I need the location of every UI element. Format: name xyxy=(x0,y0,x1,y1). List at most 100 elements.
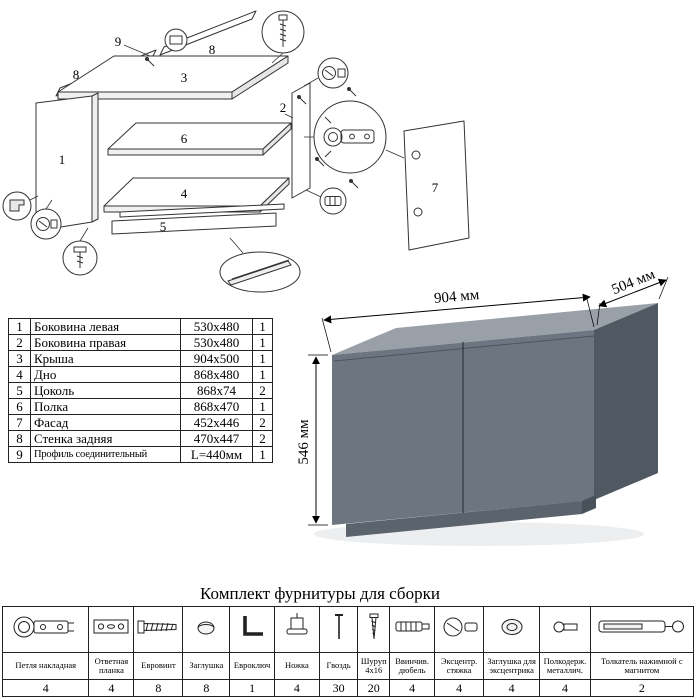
hardware-table-row xyxy=(1,606,694,653)
foot-detail-icon xyxy=(62,240,98,276)
parts-qty-cell: 1 xyxy=(252,350,273,367)
parts-num-cell: 2 xyxy=(8,334,31,351)
parts-size-cell: 530x480 xyxy=(180,334,253,351)
part-label-7: 7 xyxy=(432,180,439,195)
hw-item-name: Ответная планка xyxy=(88,652,135,680)
hw-item-name: Евровинт xyxy=(133,652,184,680)
hw-item-qty: 8 xyxy=(133,679,184,697)
part-label-8-right: 8 xyxy=(209,42,216,57)
plate-icon xyxy=(88,606,135,653)
parts-qty-cell: 2 xyxy=(252,382,273,399)
parts-size-cell: 530x480 xyxy=(180,318,253,335)
parts-pname-cell: Дно xyxy=(30,366,181,383)
parts-qty-cell: 1 xyxy=(252,366,273,383)
parts-num-cell: 1 xyxy=(8,318,31,335)
parts-pname-cell: Цоколь xyxy=(30,382,181,399)
parts-size-cell: 470x447 xyxy=(180,430,253,447)
hw-item-name: Шуруп 4x16 xyxy=(357,652,391,680)
parts-pname-cell: Крыша xyxy=(30,350,181,367)
part-label-1: 1 xyxy=(59,152,66,167)
hw-item-name: Ножка xyxy=(273,652,320,680)
profile-detail-icon xyxy=(219,251,301,293)
cam-detail-icon xyxy=(317,57,349,89)
dowel-icon xyxy=(389,606,436,653)
parts-num-cell: 8 xyxy=(8,430,31,447)
hw-item-name: Евроключ xyxy=(229,652,275,680)
euroscrew-icon xyxy=(133,606,184,653)
parts-size-cell: 868x470 xyxy=(180,398,253,415)
hinge-icon xyxy=(1,606,90,653)
part-label-4: 4 xyxy=(181,186,188,201)
parts-qty-cell: 1 xyxy=(252,318,273,335)
cabinet-side-face xyxy=(594,303,658,500)
parts-size-cell: 868x480 xyxy=(180,366,253,383)
hw-item-qty: 4 xyxy=(434,679,485,697)
panel-top xyxy=(57,55,289,93)
cap-icon xyxy=(182,606,231,653)
parts-num-cell: 9 xyxy=(8,446,31,463)
parts-pname-cell: Боковина левая xyxy=(30,318,181,335)
hw-item-qty: 4 xyxy=(389,679,436,697)
panel-door xyxy=(403,120,470,251)
loose-screws xyxy=(145,57,359,189)
screw-icon xyxy=(357,606,391,653)
parts-num-cell: 3 xyxy=(8,350,31,367)
parts-pname-cell: Стенка задняя xyxy=(30,430,181,447)
panel-right-side xyxy=(291,82,311,199)
hw-item-name: Полкодерж. металлич. xyxy=(539,652,591,680)
hw-item-qty: 4 xyxy=(273,679,320,697)
width-dimension-label: 904 мм xyxy=(433,287,480,307)
parts-qty-cell: 1 xyxy=(252,446,273,463)
parts-num-cell: 7 xyxy=(8,414,31,431)
depth-dimension-label: 504 мм xyxy=(610,272,658,298)
hw-item-qty: 4 xyxy=(88,679,135,697)
part-label-9: 9 xyxy=(115,34,122,49)
parts-num-cell: 5 xyxy=(8,382,31,399)
hw-item-qty: 1 xyxy=(229,679,275,697)
hw-item-name: Гвоздь xyxy=(318,652,359,680)
hw-item-qty: 2 xyxy=(589,679,694,697)
part-label-2: 2 xyxy=(280,100,287,115)
parts-qty-cell: 2 xyxy=(252,430,273,447)
hw-item-qty: 4 xyxy=(483,679,541,697)
panel-bottom xyxy=(103,177,290,207)
hw-item-name: Заглушка для эксцентрика xyxy=(483,652,541,680)
part-label-3: 3 xyxy=(181,70,188,85)
height-dimension-label: 546 мм xyxy=(296,419,312,465)
parts-pname-cell: Боковина правая xyxy=(30,334,181,351)
parts-qty-cell: 2 xyxy=(252,414,273,431)
parts-pname-cell: Полка xyxy=(30,398,181,415)
parts-size-cell: 904x500 xyxy=(180,350,253,367)
foot-icon xyxy=(273,606,320,653)
cam-detail2-icon xyxy=(30,208,62,240)
hexkey-icon xyxy=(229,606,275,653)
camcap-icon xyxy=(483,606,541,653)
part-label-5: 5 xyxy=(160,219,167,234)
hw-item-name: Петля накладная xyxy=(1,652,90,680)
profile-section-icon xyxy=(2,191,32,221)
hw-item-qty: 4 xyxy=(539,679,591,697)
panel-plinth xyxy=(111,212,277,235)
door-top-gap xyxy=(333,335,595,362)
parts-qty-cell: 1 xyxy=(252,398,273,415)
parts-size-cell: 452x446 xyxy=(180,414,253,431)
exploded-view-diagram: 9 8 8 3 1 2 6 4 5 7 xyxy=(2,10,470,293)
cabinet-plinth xyxy=(346,501,582,537)
panel-plinth-back xyxy=(119,203,285,218)
parts-num-cell: 4 xyxy=(8,366,31,383)
pushlatch-icon xyxy=(589,606,694,653)
hw-item-name: Эксцентр. стяжка xyxy=(434,652,485,680)
parts-size-cell: 868x74 xyxy=(180,382,253,399)
